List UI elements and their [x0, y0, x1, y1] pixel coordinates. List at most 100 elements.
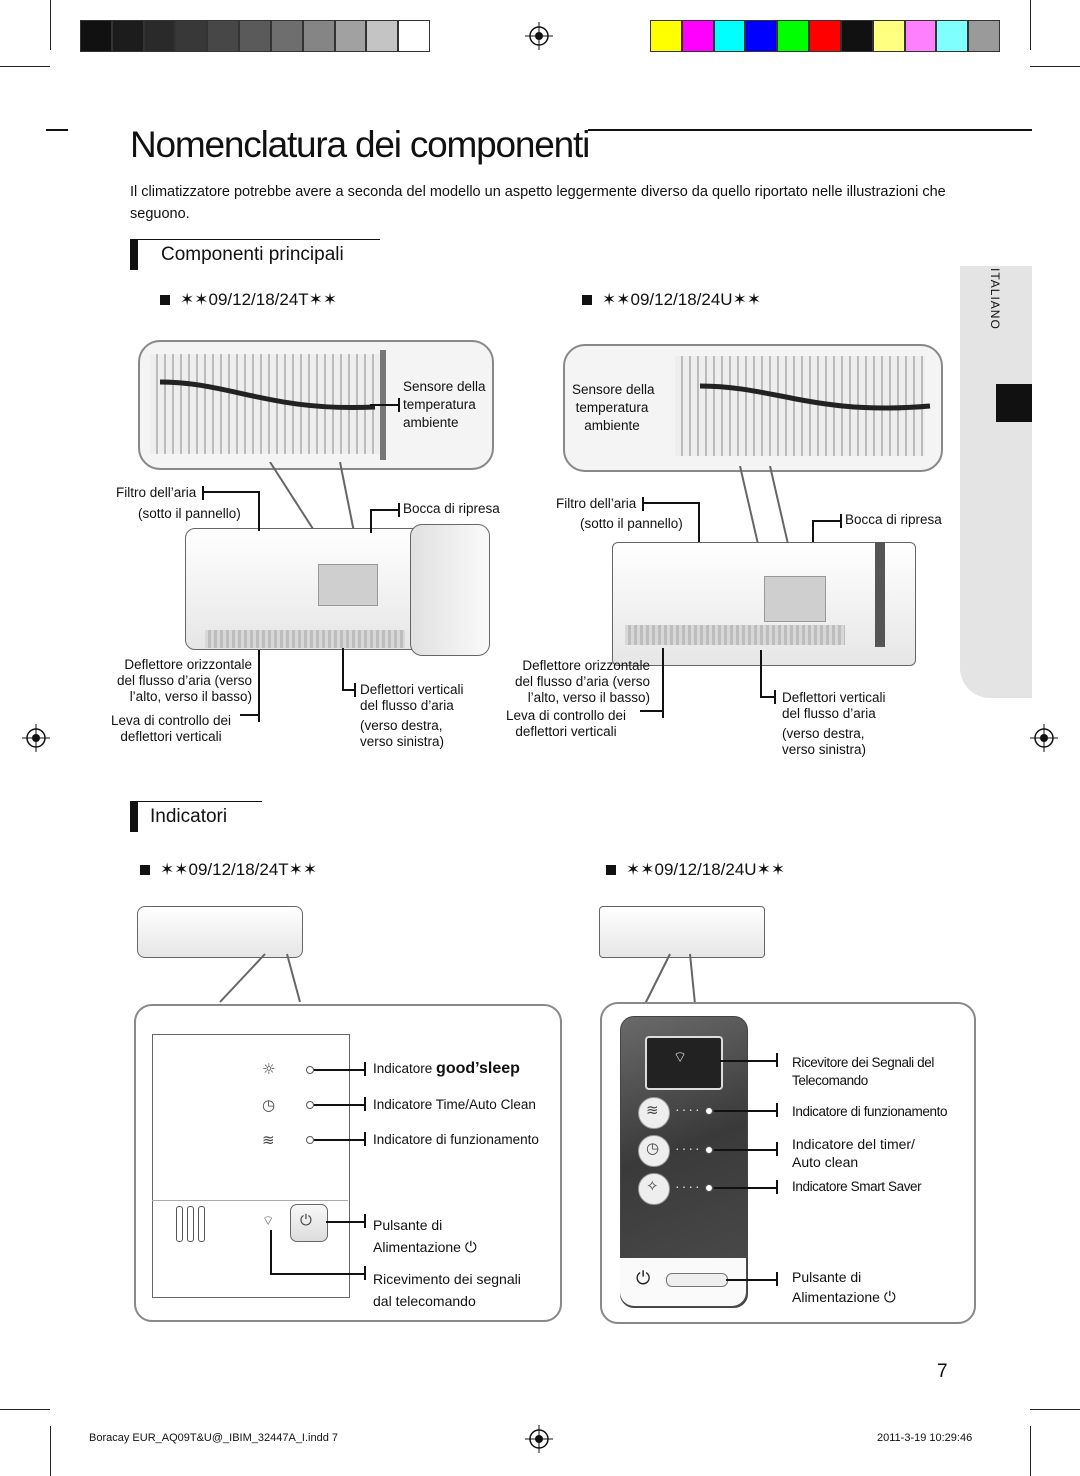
- label-intake-t: Bocca di ripresa: [403, 501, 500, 516]
- timer-icon: ◷: [262, 1096, 276, 1114]
- calibration-swatch: [809, 20, 841, 52]
- registration-mark-icon: [1030, 724, 1058, 752]
- label-smart-saver: Indicatore Smart Saver: [792, 1179, 922, 1194]
- indoor-unit-front-u: [599, 906, 765, 958]
- leader-end: [662, 704, 664, 718]
- smart-saver-icon-glyph: ✧: [646, 1177, 659, 1195]
- leader-end: [774, 690, 776, 704]
- leader-line: [642, 502, 700, 504]
- power-icon: ⏻: [300, 1211, 312, 1229]
- label-operation-u: Indicatore di funzionamento: [792, 1104, 948, 1119]
- leader-line: [342, 689, 354, 691]
- leader-line: [370, 404, 400, 406]
- leader-line: [714, 1149, 776, 1151]
- leader-end: [776, 1180, 778, 1194]
- crop-mark: [1030, 1426, 1031, 1476]
- power-button-t[interactable]: [290, 1204, 328, 1242]
- section-rule: [130, 801, 262, 802]
- calibration-swatch: [713, 20, 746, 52]
- led-dots: ····: [675, 1101, 702, 1117]
- model-label-t: ✶✶09/12/18/24T✶✶: [160, 290, 337, 310]
- model-label-u: ✶✶09/12/18/24U✶✶: [582, 290, 761, 310]
- section-heading-components: Componenti principali: [161, 244, 344, 265]
- leader-line: [314, 1069, 364, 1071]
- section-rule: [130, 239, 380, 240]
- calibration-swatch: [111, 20, 144, 52]
- callout-pointer: [219, 953, 301, 1003]
- calibration-swatch: [270, 20, 303, 52]
- crop-mark: [1030, 0, 1031, 50]
- leader-end: [364, 1132, 366, 1146]
- sensor-window: [318, 564, 378, 606]
- crop-mark: [50, 1426, 51, 1476]
- callout-pointer: [644, 953, 696, 1005]
- calibration-swatch: [398, 20, 430, 52]
- leader-line: [258, 650, 260, 714]
- section-heading-indicators: Indicatori: [150, 806, 228, 827]
- leader-line: [270, 1230, 272, 1274]
- leader-end: [840, 514, 842, 528]
- leader-line: [314, 1104, 364, 1106]
- led-good-sleep: [306, 1066, 314, 1074]
- label-filter-under-t: (sotto il pannello): [138, 506, 241, 521]
- sensor-detail-callout-u: [563, 344, 943, 472]
- smart-saver-icon: [638, 1173, 670, 1205]
- good-sleep-icon: ☼: [262, 1060, 276, 1078]
- power-button-u[interactable]: [666, 1273, 728, 1287]
- leader-end: [776, 1103, 778, 1117]
- fan-icon: [638, 1097, 670, 1129]
- horizontal-deflector-t: [205, 630, 405, 648]
- leader-line: [640, 710, 662, 712]
- leader-line: [326, 1221, 364, 1223]
- indoor-unit-front-t: [137, 906, 303, 958]
- power-icon[interactable]: ⏻: [636, 1268, 651, 1289]
- leader-line: [270, 1273, 364, 1275]
- label-power-t: Pulsante di Alimentazione ⏻: [373, 1217, 477, 1256]
- power-icon: ⏻: [883, 1288, 896, 1306]
- leader-end: [776, 1053, 778, 1067]
- leader-line: [202, 491, 260, 493]
- led-dots: ····: [675, 1178, 702, 1194]
- calibration-swatch: [207, 20, 240, 52]
- footer-file: Boracay EUR_AQ09T&U@_IBIM_32447A_I.indd …: [89, 1432, 339, 1444]
- led-time: [306, 1101, 314, 1109]
- calibration-swatch: [681, 20, 714, 52]
- horizontal-deflector-u: [625, 625, 845, 645]
- receiver-window: [645, 1036, 723, 1090]
- sensor-window: [764, 576, 826, 622]
- leader-line: [698, 502, 700, 542]
- leader-end: [364, 1266, 366, 1280]
- crop-mark: [1030, 1409, 1080, 1410]
- leader-end: [202, 486, 204, 500]
- leader-end: [776, 1272, 778, 1286]
- leader-line: [662, 648, 664, 710]
- calibration-swatch: [650, 20, 682, 52]
- model-label-t-indicators: ✶✶09/12/18/24T✶✶: [140, 860, 317, 880]
- leader-line: [812, 520, 814, 542]
- display-divider: [152, 1200, 348, 1201]
- leader-line: [258, 491, 260, 531]
- sensor-detail-callout-t: [138, 340, 494, 470]
- calibration-swatch: [745, 20, 778, 52]
- leader-line: [370, 509, 398, 511]
- leader-line: [714, 1187, 776, 1189]
- model-label-u-indicators: ✶✶09/12/18/24U✶✶: [606, 860, 785, 880]
- crop-mark: [0, 1409, 50, 1410]
- calibration-swatch: [239, 20, 271, 52]
- leader-end: [364, 1097, 366, 1111]
- calibration-swatch: [872, 20, 905, 52]
- leader-line: [720, 1060, 776, 1062]
- led-operation-u: [705, 1107, 713, 1115]
- leader-line: [812, 520, 840, 522]
- leader-end: [364, 1214, 366, 1228]
- leader-end: [776, 1142, 778, 1156]
- language-tab: [960, 266, 1032, 698]
- power-icon: ⏻: [464, 1238, 477, 1256]
- calibration-swatch: [175, 20, 208, 52]
